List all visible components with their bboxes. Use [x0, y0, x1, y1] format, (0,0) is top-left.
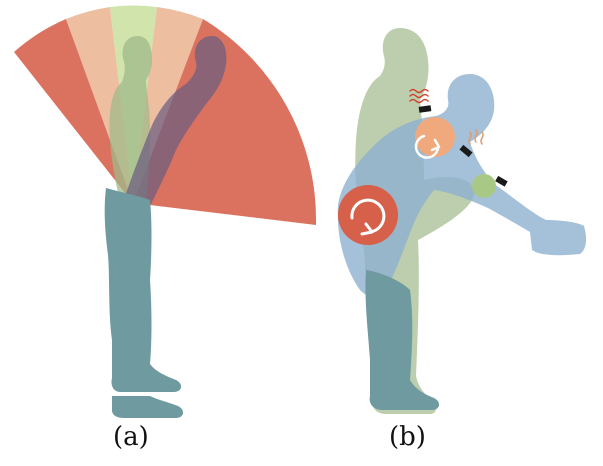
panel-b	[338, 28, 586, 414]
elbow-joint	[472, 174, 496, 198]
hip-rotation-joint	[338, 185, 398, 245]
panel-b-caption: (b)	[389, 424, 426, 450]
legs-b	[365, 270, 439, 410]
legs-a	[105, 188, 181, 392]
panel-a-caption: (a)	[113, 424, 149, 450]
feet-a	[112, 396, 183, 418]
panel-a	[14, 6, 316, 418]
sensor-marker-icon	[495, 176, 508, 187]
